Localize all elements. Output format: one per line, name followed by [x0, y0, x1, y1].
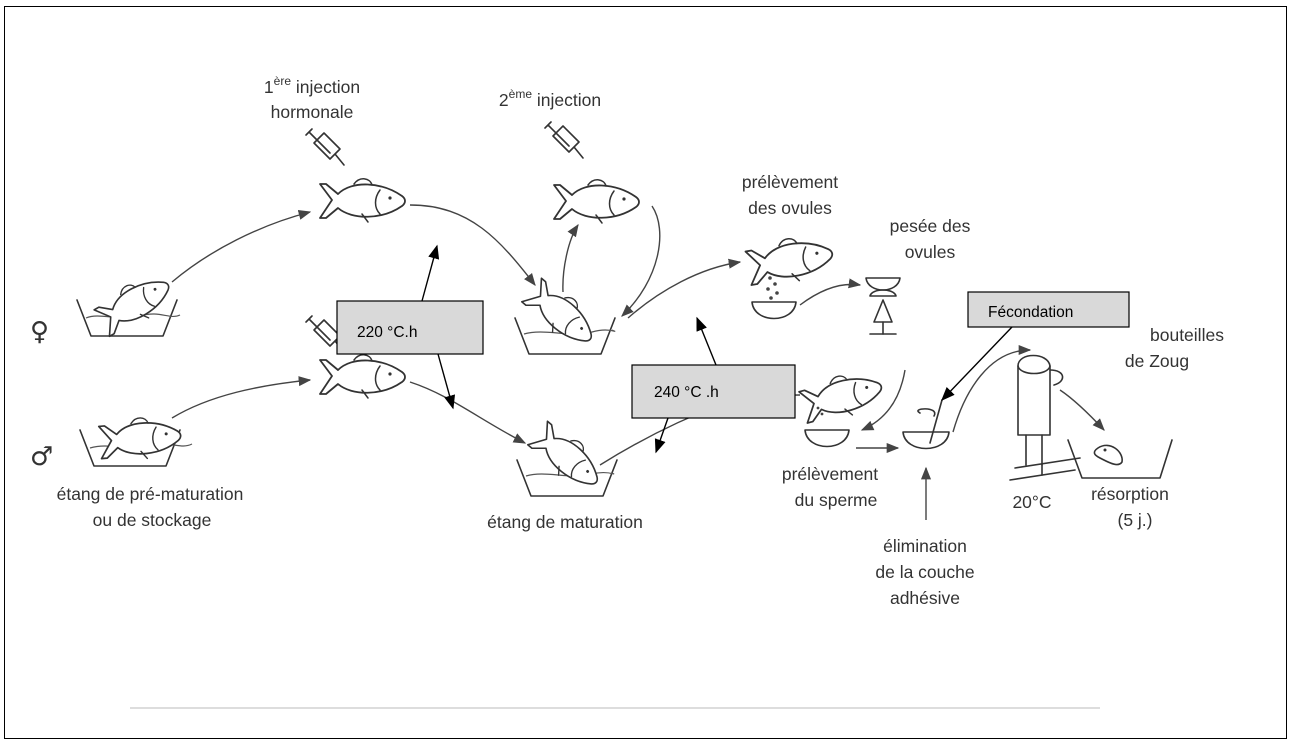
male-symbol: ♂: [30, 442, 53, 472]
adhesive-removal-label-line3: adhésive: [890, 588, 960, 608]
sperm-collection-label-line2: du sperme: [795, 490, 878, 510]
svg-text:220 °C.h: 220 °C.h: [357, 324, 418, 341]
first-injection-label-line1: 1ère injection: [264, 74, 360, 97]
degree-hours-box-2: 240 °C .h: [631, 364, 796, 419]
temperature-label: 20°C: [1012, 492, 1051, 512]
weighing-scale-icon: [865, 277, 901, 335]
ovule-weighing-label-line1: pesée des: [890, 216, 971, 236]
maturation-pond-label: étang de maturation: [487, 512, 643, 532]
degree-hours-box-1: 220 °C.h: [336, 300, 484, 355]
ovule-collection-label-line2: des ovules: [748, 198, 832, 218]
adhesive-removal-label-line1: élimination: [883, 536, 967, 556]
resorption-tray: [1067, 439, 1173, 479]
fertilization-bowl: [902, 399, 950, 450]
resorption-label-line2: (5 j.): [1118, 510, 1153, 530]
zoug-bottle-icon: [1009, 354, 1081, 481]
male-fish-stripping: [796, 365, 888, 428]
prematuration-label-line2: ou de stockage: [93, 510, 212, 530]
female-fish-stripping: [743, 230, 837, 290]
male-maturation-pond: [516, 416, 618, 498]
ovule-drops: [766, 276, 779, 300]
svg-text:Fécondation: Fécondation: [988, 304, 1073, 321]
male-injected-fish: [319, 353, 406, 399]
ovule-collection-label-line1: prélèvement: [742, 172, 838, 192]
first-injection-label-line2: hormonale: [271, 102, 354, 122]
female-symbol: ♀: [30, 317, 49, 347]
adhesive-removal-label-line2: de la couche: [875, 562, 974, 582]
female-injected-fish: [319, 177, 406, 223]
syringe-icon: [544, 121, 584, 159]
fertilization-box: Fécondation: [967, 291, 1130, 328]
male-prematuration-pond: [79, 413, 193, 467]
sperm-collection-label-line1: prélèvement: [782, 464, 878, 484]
female-maturation-pond: [514, 273, 616, 355]
female-prematuration-pond: [76, 266, 181, 341]
degree-hours-arrows: [421, 244, 1013, 454]
zoug-label-line1: bouteilles: [1150, 325, 1224, 345]
sperm-drops: [816, 406, 824, 416]
resorption-label-line1: résorption: [1091, 484, 1169, 504]
sperm-bowl: [804, 429, 850, 448]
second-injection-fish: [553, 178, 640, 224]
svg-text:240 °C .h: 240 °C .h: [654, 384, 719, 401]
prematuration-label-line1: étang de pré-maturation: [57, 484, 244, 504]
ovule-weighing-label-line2: ovules: [905, 242, 956, 262]
zoug-label-line2: de Zoug: [1125, 351, 1189, 371]
syringe-icon: [305, 128, 345, 166]
ovule-bowl: [751, 301, 797, 320]
second-injection-label: 2ème injection: [499, 87, 601, 110]
